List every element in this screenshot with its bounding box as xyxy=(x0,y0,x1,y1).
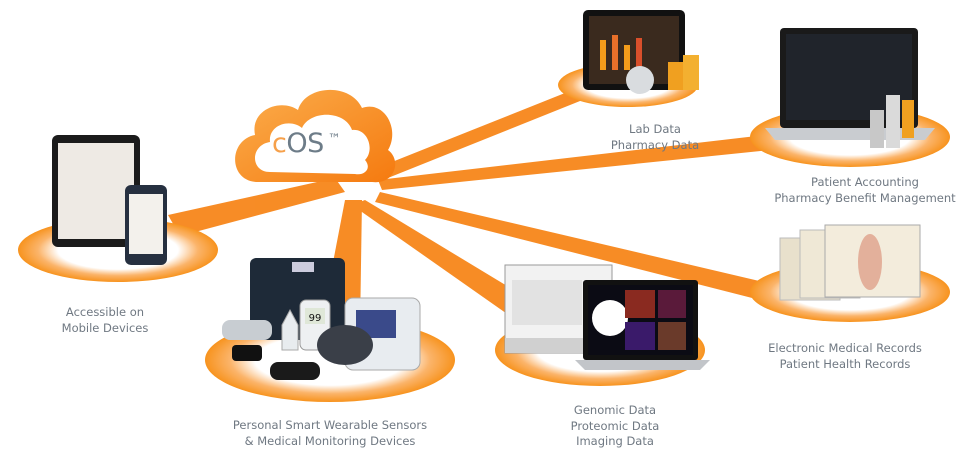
lab-tablet-icon xyxy=(583,10,699,94)
laptop-icon xyxy=(765,28,935,148)
cloud-icon xyxy=(235,89,396,183)
ray-mobile xyxy=(168,178,345,236)
label-line: Accessible on xyxy=(65,305,145,319)
label-line: Proteomic Data xyxy=(570,418,660,433)
label-line: Pharmacy Benefit Management xyxy=(774,190,956,205)
glucose-reading: 99 xyxy=(309,313,322,324)
label-line: Personal Smart Wearable Sensors xyxy=(232,418,428,432)
wearable-bands-icon xyxy=(222,308,320,380)
label-line: Mobile Devices xyxy=(61,320,149,335)
label-line: & Medical Monitoring Devices xyxy=(244,433,416,448)
ray-emr xyxy=(375,192,768,300)
medical-records-icon xyxy=(779,224,921,301)
label-line: Imaging Data xyxy=(576,434,654,448)
logo-name: OS xyxy=(286,128,324,159)
label-mobile: Accessible on Mobile Devices xyxy=(62,305,149,336)
label-accounting: Patient Accounting Pharmacy Benefit Mana… xyxy=(774,175,955,206)
trademark-mark: ™ xyxy=(327,132,341,147)
label-emr: Electronic Medical Records Patient Healt… xyxy=(768,341,922,372)
label-line: Patient Health Records xyxy=(779,356,911,371)
label-line: Pharmacy Data xyxy=(610,137,700,152)
imaging-laptop-icon xyxy=(575,280,710,370)
logo-prefix: c xyxy=(272,128,287,159)
label-lab: Lab Data Pharmacy Data xyxy=(611,122,699,153)
tablet-icon xyxy=(52,135,140,247)
blood-pressure-monitor-icon xyxy=(317,297,421,371)
label-line: Lab Data xyxy=(629,122,681,136)
ray-lab xyxy=(372,85,595,182)
phone-icon xyxy=(125,185,167,265)
label-genomic: Genomic Data Proteomic Data Imaging Data xyxy=(571,403,660,450)
label-wearables: Personal Smart Wearable Sensors & Medica… xyxy=(233,418,427,449)
label-line: Electronic Medical Records xyxy=(768,341,922,355)
ray-accounting xyxy=(378,135,770,190)
label-line: Genomic Data xyxy=(573,403,657,417)
label-line: Patient Accounting xyxy=(811,175,919,189)
